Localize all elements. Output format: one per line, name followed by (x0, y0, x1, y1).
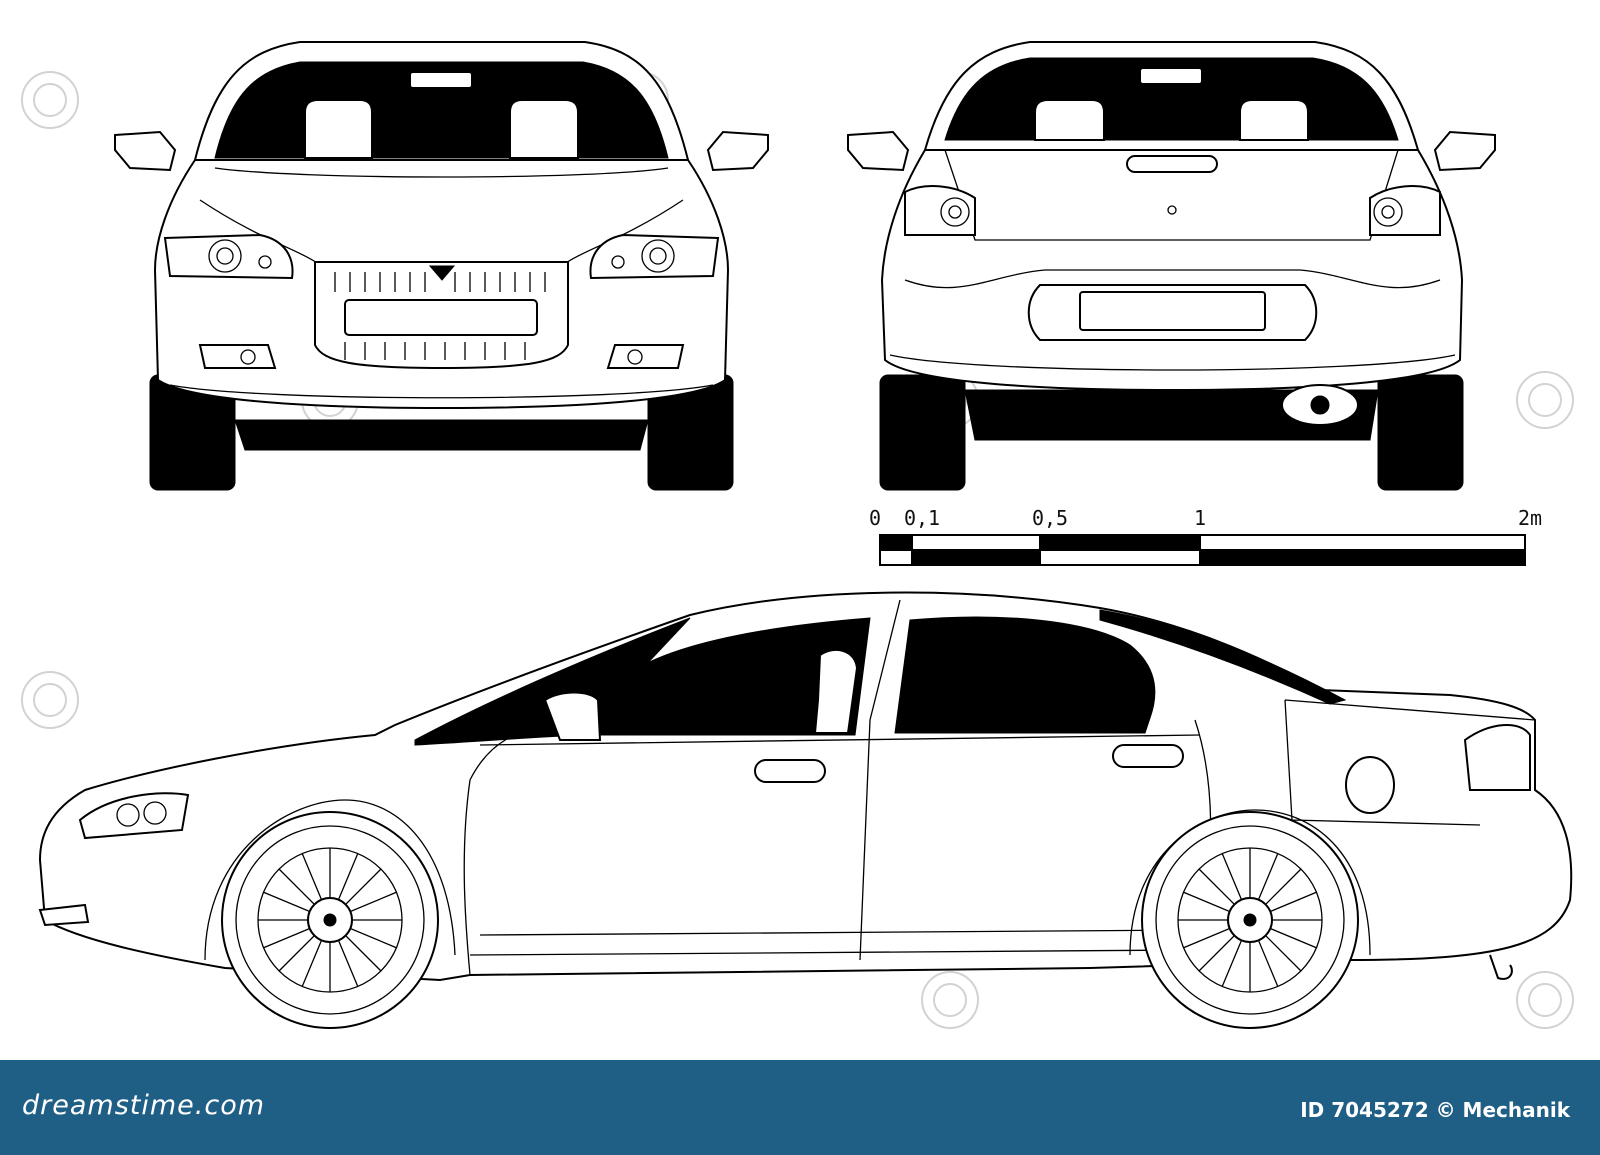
scale-label-0-5: 0,5 (1032, 506, 1068, 530)
scale-label-1: 1 (1194, 506, 1206, 530)
scale-label-0-1: 0,1 (904, 506, 940, 530)
car-rear-view (847, 41, 1496, 491)
scale-bar: 0 0,1 0,5 1 2m (869, 506, 1542, 566)
scale-label-2m: 2m (1518, 506, 1542, 530)
scale-label-0: 0 (869, 506, 881, 530)
car-blueprint-drawing: 0 0,1 0,5 1 2m (21, 41, 1574, 1029)
footer-credit: ID 7045272 © Mechanik (1300, 1098, 1570, 1122)
car-side-view (38, 591, 1573, 1029)
rear-wheel (1141, 811, 1359, 1029)
footer-bar: dreamstime.com ID 7045272 © Mechanik (0, 1060, 1600, 1155)
front-wheel (221, 811, 439, 1029)
footer-brand[interactable]: dreamstime.com (22, 1090, 266, 1121)
car-front-view (114, 41, 769, 491)
